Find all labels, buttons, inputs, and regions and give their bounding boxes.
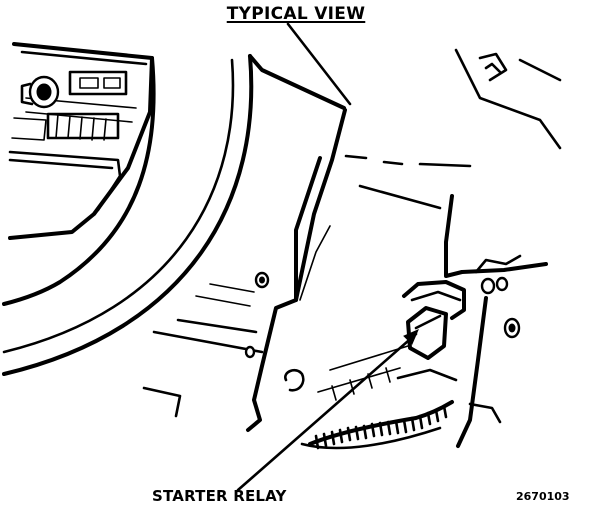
- callout-arrowhead: [403, 329, 419, 345]
- diagram-title: TYPICAL VIEW: [226, 4, 366, 24]
- wiring-harness: [300, 400, 454, 450]
- lower-dash-panel: [142, 156, 331, 432]
- starter-relay-label: STARTER RELAY: [152, 487, 287, 505]
- figure-number: 2670103: [516, 490, 570, 503]
- instrument-panel: [8, 42, 154, 240]
- kick-panel: [344, 48, 562, 448]
- callout-leader: [236, 332, 418, 492]
- starter-relay: [317, 280, 466, 401]
- column-shroud: [2, 22, 352, 376]
